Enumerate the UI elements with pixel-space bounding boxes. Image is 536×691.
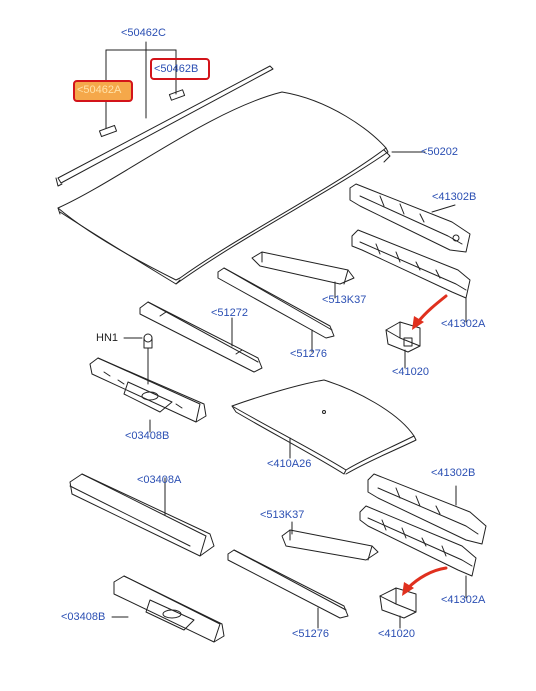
callout-410A26[interactable]: <410A26 (267, 458, 312, 470)
headliner-410A26 (231, 379, 417, 475)
callout-51276-top[interactable]: <51276 (290, 348, 328, 360)
callout-41302B-top[interactable]: <41302B (432, 191, 477, 203)
callout-41302A-top[interactable]: <41302A (441, 318, 486, 330)
panel-03408B-bot (113, 575, 225, 643)
roof-panel-50202 (57, 91, 391, 285)
panel-03408A (69, 473, 215, 557)
clip-HN1 (143, 333, 153, 385)
callout-03408B-bot[interactable]: <03408B (61, 611, 106, 623)
bow-513K37-top (251, 251, 355, 285)
roof-molding-strip (55, 65, 274, 187)
arrow-head-bottom (402, 582, 414, 596)
bow-51272 (139, 301, 263, 373)
callout-41020-bot[interactable]: <41020 (378, 628, 416, 640)
rear-header-41302B-top (349, 183, 471, 253)
callout-03408B-mid[interactable]: <03408B (125, 430, 170, 442)
bracket-41020-bot (379, 587, 417, 619)
callout-41020-top[interactable]: <41020 (392, 366, 430, 378)
callout-50462C[interactable]: <50462C (121, 27, 166, 39)
rear-reinforcement-41302A-bot (359, 505, 477, 577)
callout-41302B-bot[interactable]: <41302B (431, 467, 476, 479)
leader-50462C (105, 41, 177, 129)
callout-HN1[interactable]: HN1 (96, 332, 119, 344)
callout-50462A[interactable]: <50462A (77, 84, 122, 96)
arrow-top (416, 294, 448, 324)
highlight-box-50462B (150, 58, 210, 80)
arrow-bottom (406, 566, 448, 590)
callout-50202[interactable]: <50202 (421, 146, 459, 158)
rear-reinforcement-41302A-top (351, 229, 471, 299)
callout-03408A[interactable]: <03408A (137, 474, 182, 486)
highlight-box-50462A (73, 80, 133, 102)
rear-header-41302B-bot (367, 473, 487, 545)
bow-51276-bot (227, 549, 349, 619)
bow-51276-top (217, 267, 335, 339)
callout-51272[interactable]: <51272 (211, 307, 249, 319)
callout-513K37-top[interactable]: <513K37 (322, 294, 367, 306)
arrow-heads (402, 316, 424, 596)
callout-513K37-bot[interactable]: <513K37 (260, 509, 305, 521)
callout-51276-bot[interactable]: <51276 (292, 628, 330, 640)
callout-50462B[interactable]: <50462B (154, 63, 199, 75)
leader-41302B-top (431, 204, 456, 213)
panel-03408B-mid (89, 357, 207, 423)
callout-41302A-bot[interactable]: <41302A (441, 594, 486, 606)
bracket-41020-top (385, 321, 421, 353)
direction-arrows (406, 294, 448, 590)
bow-513K37-bot (281, 529, 379, 561)
clip-50462B (168, 89, 186, 101)
arrow-head-top (412, 316, 424, 330)
clip-50462A (98, 124, 118, 138)
